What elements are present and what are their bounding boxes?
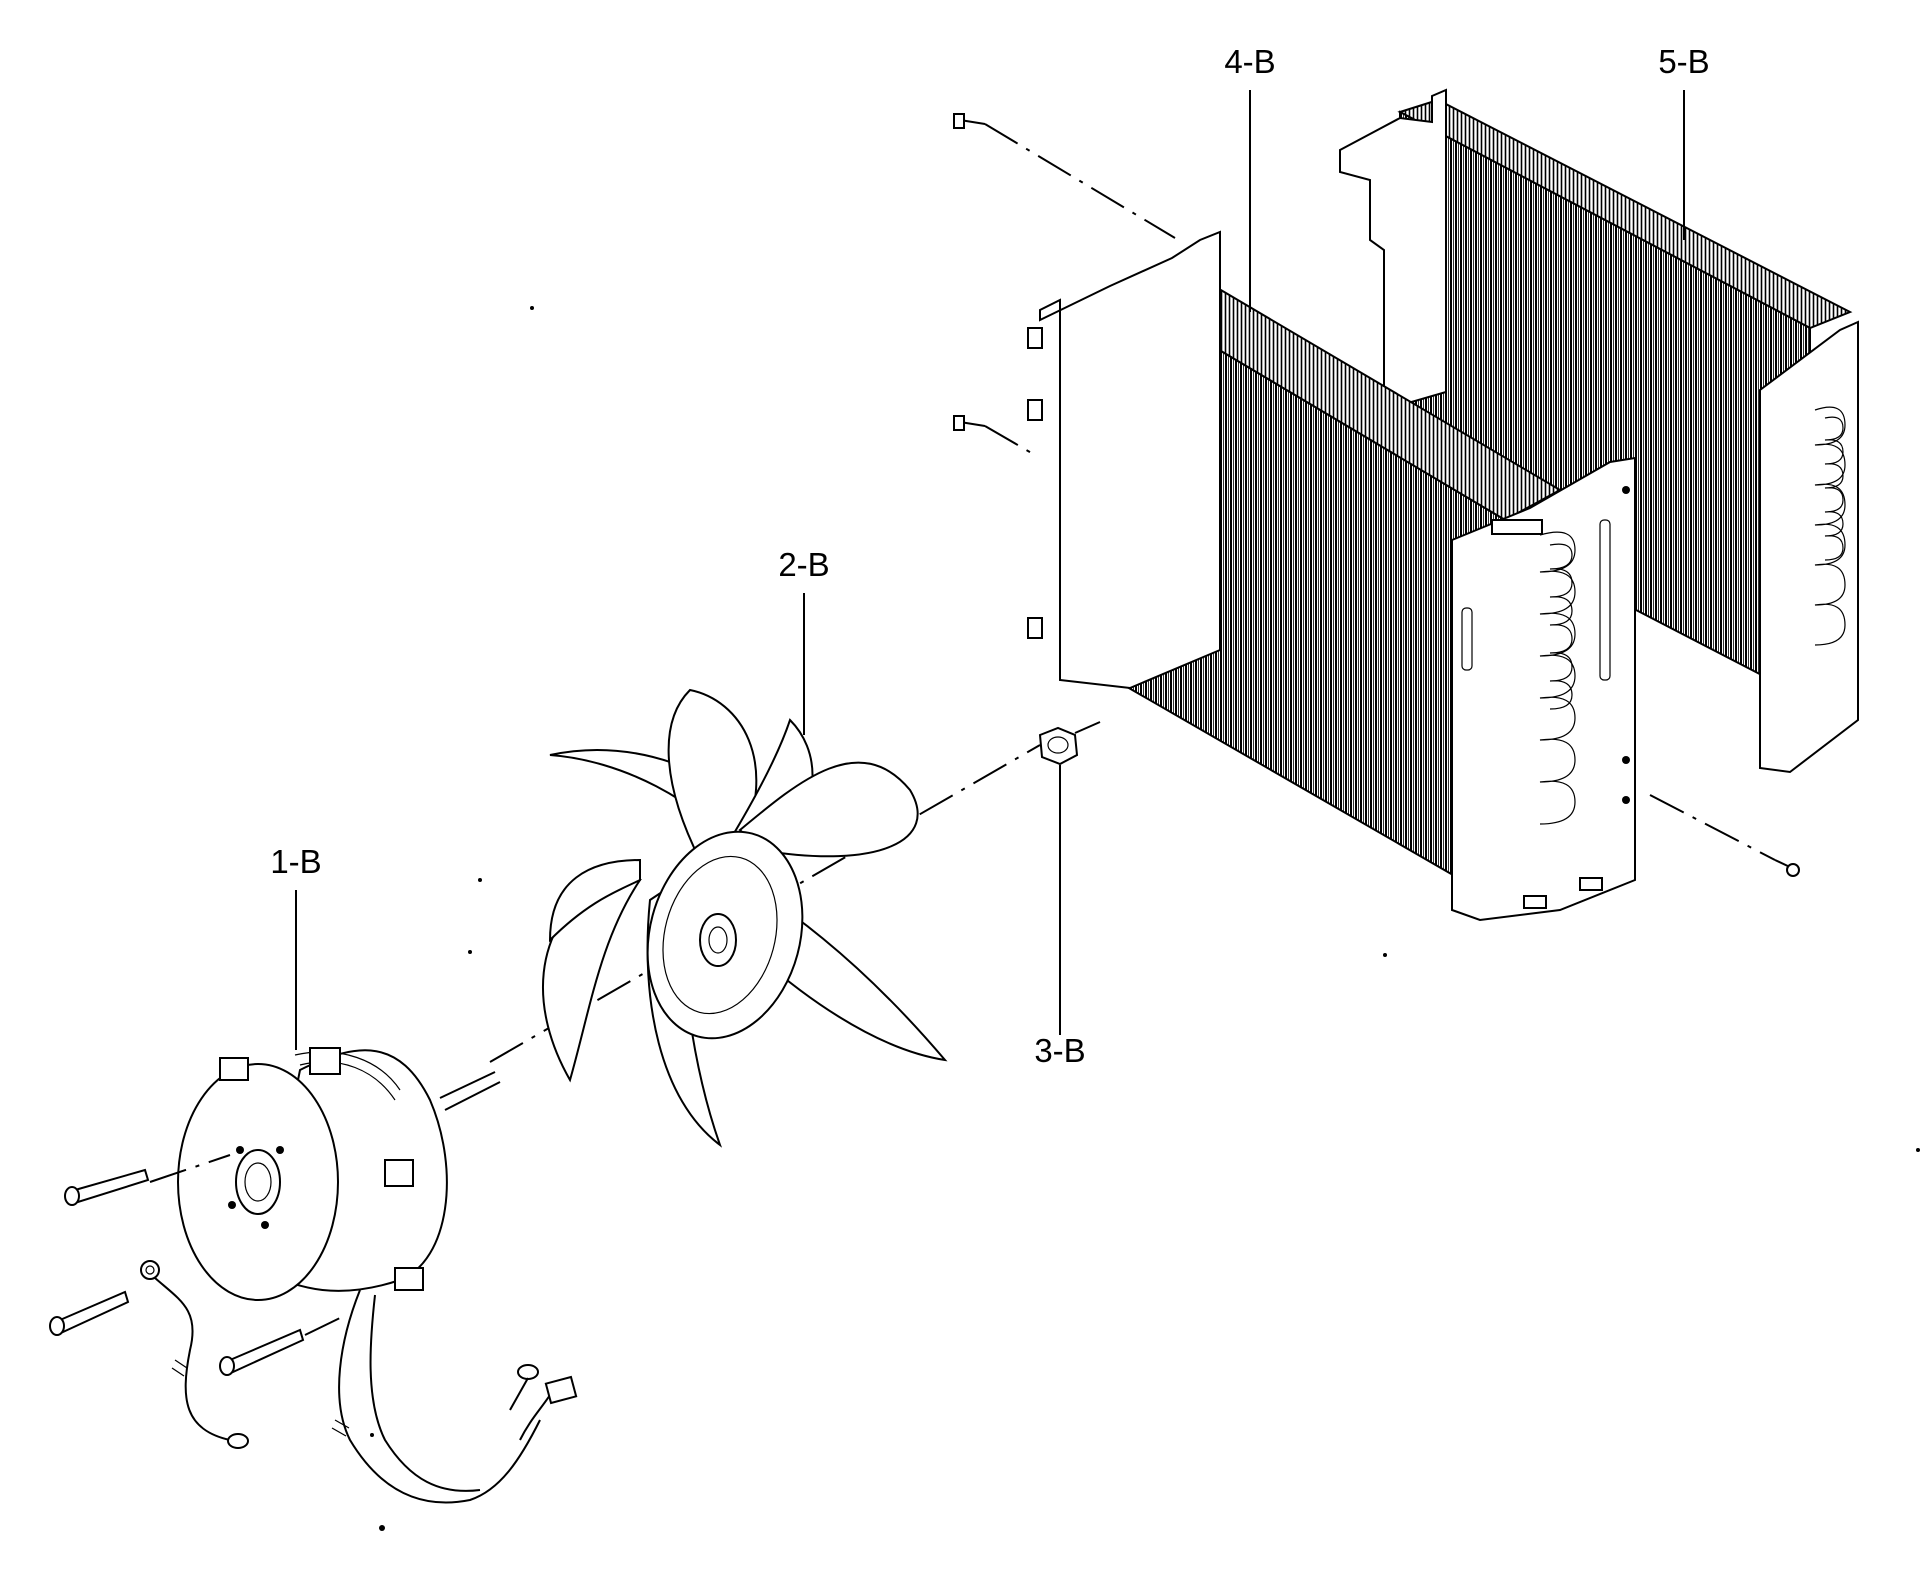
callout-label-4b: 4-B [1224, 43, 1275, 80]
coil-screws [953, 113, 1800, 877]
callout-label-2b: 2-B [778, 546, 829, 583]
specks [370, 306, 1920, 1531]
callout-label-5b: 5-B [1658, 43, 1709, 80]
fan-2b [489, 688, 1041, 1148]
callout-3b: 3-B [1034, 765, 1086, 1069]
callout-label-3b: 3-B [1034, 1032, 1085, 1069]
motor-bolts [49, 1154, 341, 1376]
callout-5b: 5-B [1658, 43, 1710, 240]
coil-5b [1339, 88, 1859, 774]
callout-1b: 1-B [270, 843, 322, 1050]
callout-label-1b: 1-B [270, 843, 321, 880]
nut-3b [1038, 721, 1101, 766]
motor-1b [177, 1047, 501, 1301]
callout-2b: 2-B [778, 546, 830, 735]
coil-4b [1027, 230, 1636, 922]
motor-wires [154, 1277, 578, 1504]
callout-4b: 4-B [1224, 43, 1276, 312]
